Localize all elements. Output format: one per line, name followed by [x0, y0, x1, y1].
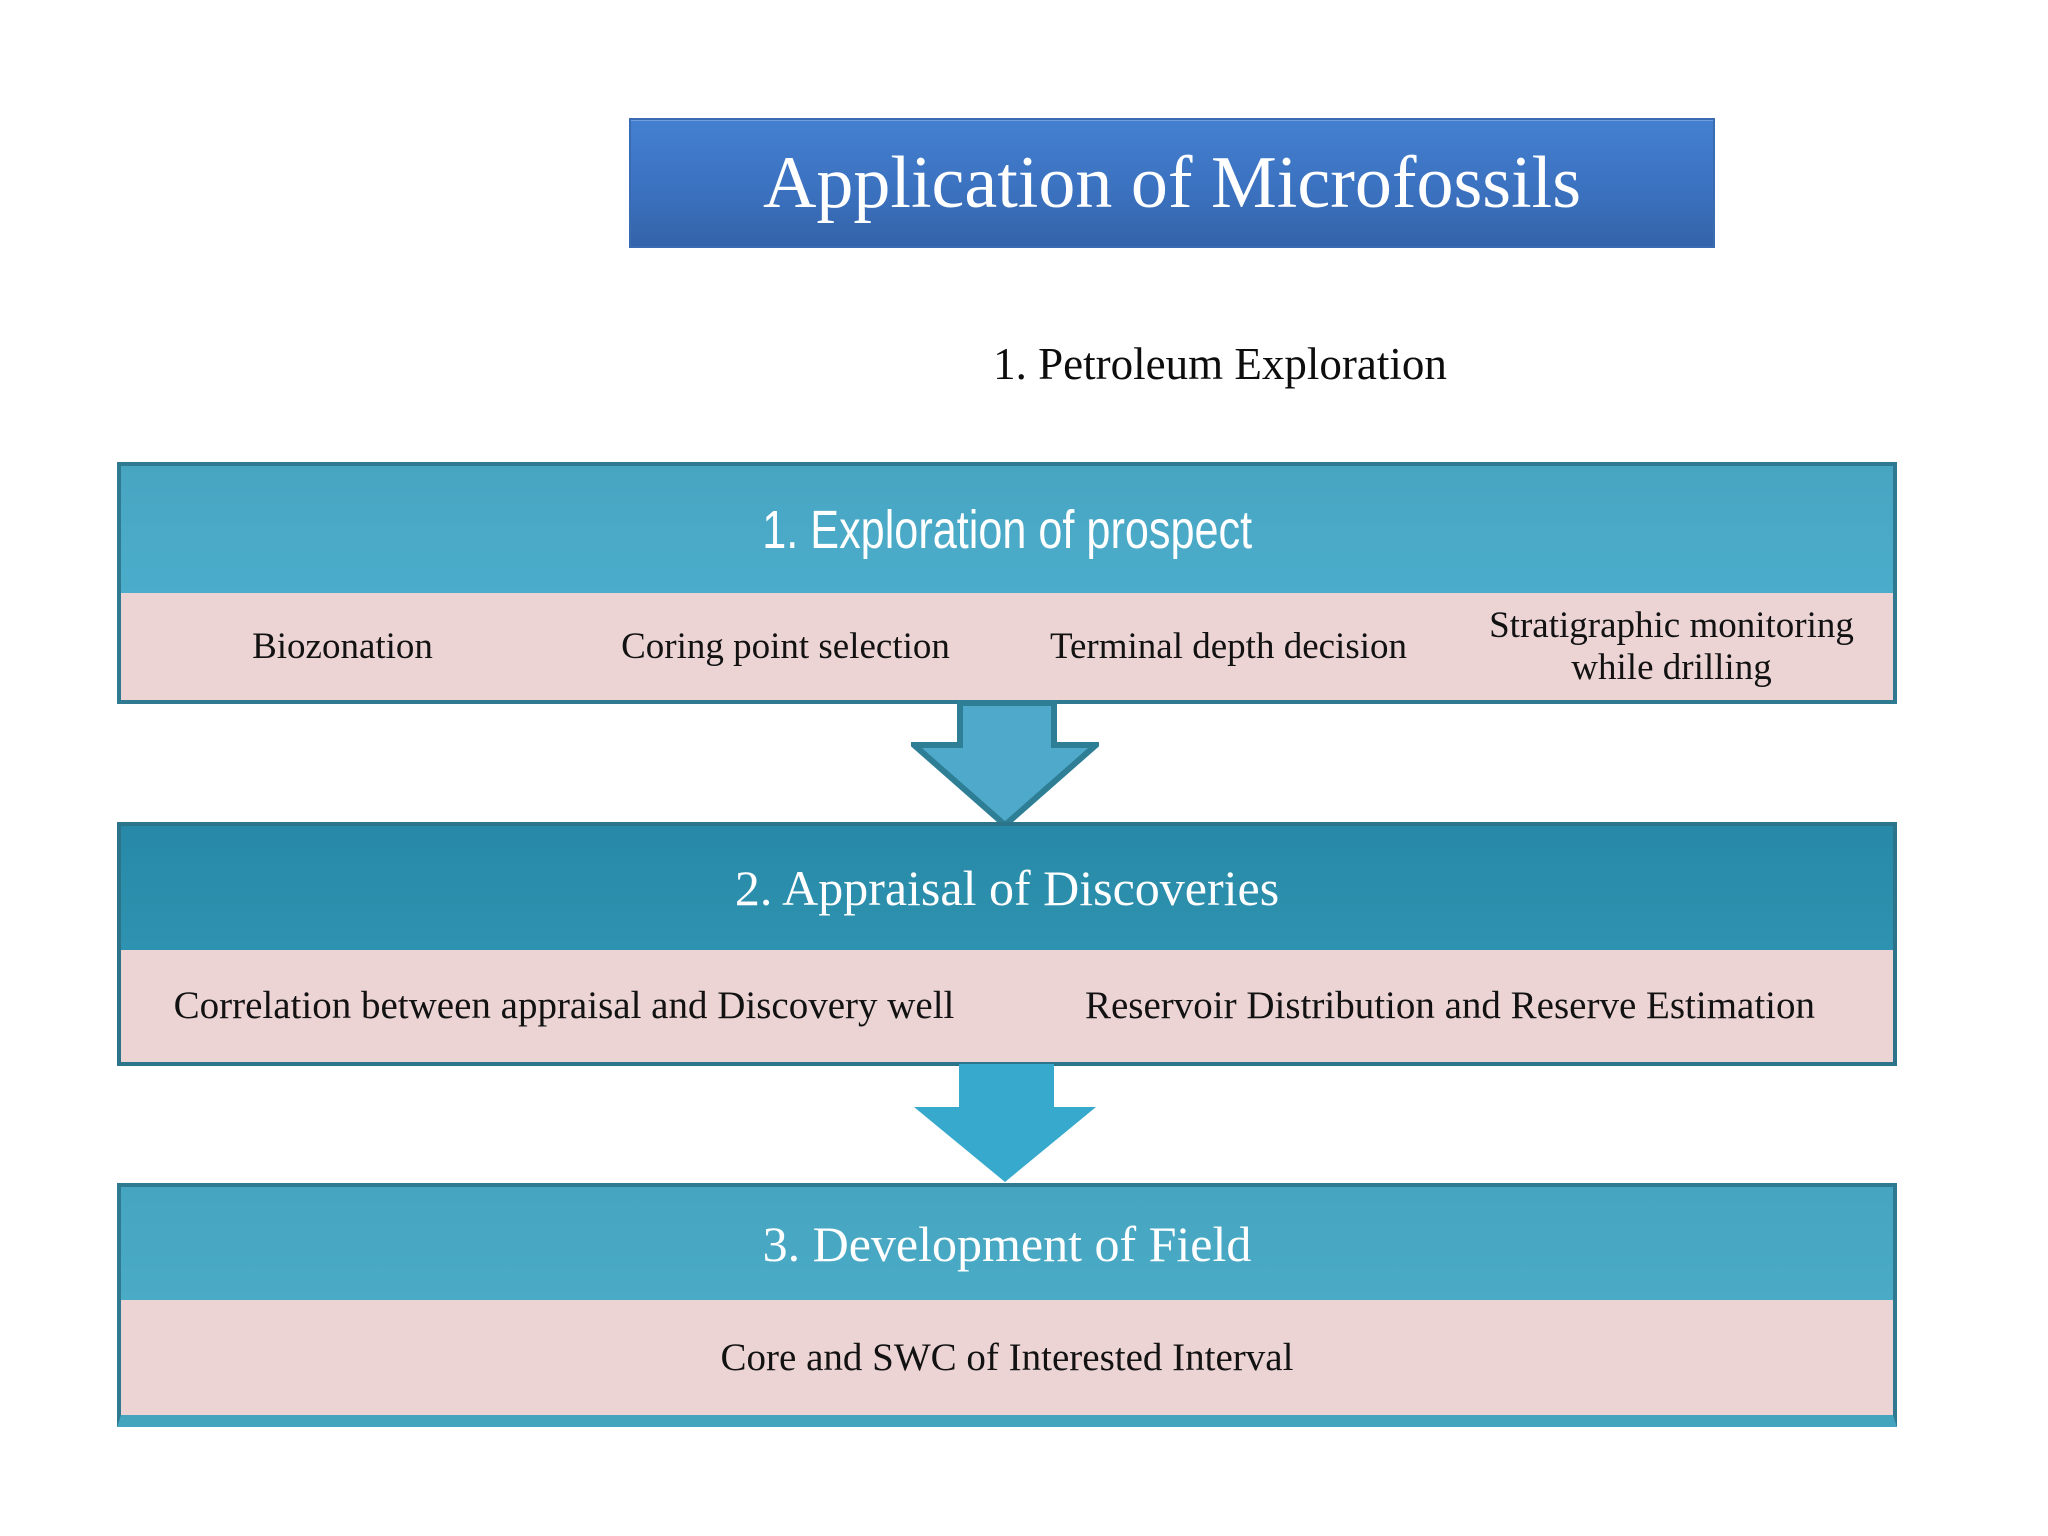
section-1-row: Biozonation Coring point selection Termi… [121, 593, 1893, 700]
down-arrow-icon [906, 700, 1104, 829]
section-3-item-core-swc: Core and SWC of Interested Interval [720, 1335, 1294, 1379]
section-1-item-coring-point: Coring point selection [621, 625, 950, 667]
section-1-item-terminal-depth: Terminal depth decision [1049, 625, 1408, 667]
section-1-header-label: 1. Exploration of prospect [762, 499, 1252, 560]
title-banner: Application of Microfossils [629, 118, 1715, 248]
section-2-row: Correlation between appraisal and Discov… [121, 950, 1893, 1062]
section-exploration-of-prospect: 1. Exploration of prospect Biozonation C… [117, 462, 1897, 704]
section-1-header: 1. Exploration of prospect [121, 466, 1893, 593]
section-3-row: Core and SWC of Interested Interval [121, 1300, 1893, 1415]
section-2-item-reservoir: Reservoir Distribution and Reserve Estim… [1084, 984, 1816, 1028]
section-2-header-label: 2. Appraisal of Discoveries [734, 860, 1280, 916]
section-1-item-stratigraphic-monitoring: Stratigraphic monitoring while drilling [1489, 605, 1854, 688]
section-development-of-field: 3. Development of Field Core and SWC of … [117, 1183, 1897, 1427]
down-arrow-icon [913, 1064, 1097, 1183]
slide-subtitle: 1. Petroleum Exploration [993, 339, 1447, 389]
section-1-item-biozonation: Biozonation [252, 625, 433, 667]
section-3-header: 3. Development of Field [121, 1187, 1893, 1300]
section-appraisal-of-discoveries: 2. Appraisal of Discoveries Correlation … [117, 822, 1897, 1066]
section-3-header-label: 3. Development of Field [762, 1215, 1252, 1272]
slide-title: Application of Microfossils [762, 142, 1581, 224]
section-2-header: 2. Appraisal of Discoveries [121, 826, 1893, 950]
section-2-item-correlation: Correlation between appraisal and Discov… [173, 984, 955, 1028]
